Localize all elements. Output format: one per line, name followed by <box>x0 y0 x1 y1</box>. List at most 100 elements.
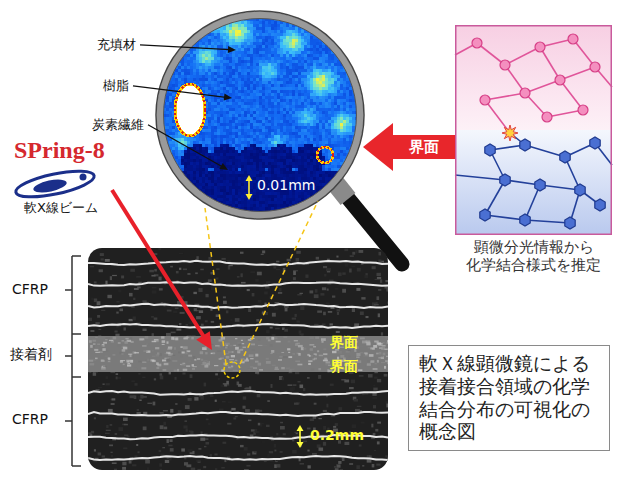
map-pixel <box>286 63 289 66</box>
map-pixel <box>247 87 250 90</box>
map-pixel <box>199 45 202 48</box>
map-pixel <box>229 48 232 51</box>
map-pixel <box>214 75 217 78</box>
map-pixel <box>262 42 265 45</box>
map-pixel <box>325 105 328 108</box>
map-pixel <box>196 63 199 66</box>
map-pixel <box>229 87 232 90</box>
map-pixel <box>325 75 328 78</box>
map-pixel <box>280 42 283 45</box>
map-pixel <box>241 66 244 69</box>
map-pixel <box>253 51 256 54</box>
map-pixel <box>298 90 301 93</box>
map-pixel <box>232 87 235 90</box>
map-pixel <box>277 30 280 33</box>
map-pixel <box>259 39 262 42</box>
map-pixel <box>259 63 262 66</box>
map-pixel <box>250 99 253 102</box>
map-pixel <box>214 93 217 96</box>
map-pixel <box>253 81 256 84</box>
map-pixel <box>250 42 253 45</box>
map-pixel <box>301 66 304 69</box>
map-pixel <box>286 114 289 117</box>
map-pixel <box>217 93 220 96</box>
map-pixel <box>286 57 289 60</box>
map-pixel <box>238 21 241 24</box>
map-pixel <box>328 105 331 108</box>
map-pixel <box>298 66 301 69</box>
map-pixel <box>331 84 334 87</box>
map-pixel <box>217 87 220 90</box>
map-pixel <box>268 69 271 72</box>
map-pixel <box>211 99 214 102</box>
map-pixel <box>340 75 343 78</box>
map-pixel <box>193 60 196 63</box>
logo-core <box>32 177 68 195</box>
map-pixel <box>247 99 250 102</box>
map-pixel <box>256 111 259 114</box>
map-pixel <box>352 117 355 120</box>
map-pixel <box>274 33 277 36</box>
map-pixel <box>277 105 280 108</box>
map-pixel <box>220 117 223 120</box>
map-pixel <box>310 63 313 66</box>
map-pixel <box>337 111 340 114</box>
map-pixel <box>235 108 238 111</box>
logo-orbit <box>14 166 96 202</box>
map-pixel <box>226 60 229 63</box>
map-pixel <box>322 87 325 90</box>
map-pixel <box>292 60 295 63</box>
map-pixel <box>253 21 256 24</box>
map-pixel <box>226 102 229 105</box>
map-pixel <box>283 84 286 87</box>
map-pixel <box>298 120 301 123</box>
map-pixel <box>286 27 289 30</box>
map-pixel <box>307 87 310 90</box>
map-pixel <box>307 69 310 72</box>
map-pixel <box>283 69 286 72</box>
map-pixel <box>322 117 325 120</box>
map-pixel <box>262 81 265 84</box>
map-pixel <box>277 87 280 90</box>
map-pixel <box>289 57 292 60</box>
map-pixel <box>253 111 256 114</box>
map-pixel <box>226 45 229 48</box>
map-pixel <box>241 75 244 78</box>
map-pixel <box>289 75 292 78</box>
map-pixel <box>283 99 286 102</box>
map-pixel <box>286 81 289 84</box>
map-pixel <box>208 75 211 78</box>
map-pixel <box>268 66 271 69</box>
map-pixel <box>259 72 262 75</box>
map-pixel <box>241 27 244 30</box>
map-pixel <box>223 90 226 93</box>
map-pixel <box>319 117 322 120</box>
map-pixel <box>286 33 289 36</box>
map-pixel <box>337 72 340 75</box>
map-pixel <box>280 51 283 54</box>
map-pixel <box>223 102 226 105</box>
map-pixel <box>301 81 304 84</box>
map-pixel <box>211 72 214 75</box>
map-pixel <box>232 24 235 27</box>
map-pixel <box>268 75 271 78</box>
magnifier-collar <box>336 184 348 199</box>
map-pixel <box>265 24 268 27</box>
map-pixel <box>337 96 340 99</box>
map-pixel <box>298 102 301 105</box>
map-pixel <box>259 69 262 72</box>
map-pixel <box>304 114 307 117</box>
map-pixel <box>328 66 331 69</box>
map-pixel <box>286 66 289 69</box>
map-pixel <box>346 117 349 120</box>
map-pixel <box>283 102 286 105</box>
map-pixel <box>244 36 247 39</box>
map-pixel <box>280 60 283 63</box>
map-pixel <box>316 48 319 51</box>
map-pixel <box>307 66 310 69</box>
map-pixel <box>238 102 241 105</box>
map-pixel <box>322 81 325 84</box>
map-pixel <box>250 30 253 33</box>
map-pixel <box>316 45 319 48</box>
map-pixel <box>187 72 190 75</box>
